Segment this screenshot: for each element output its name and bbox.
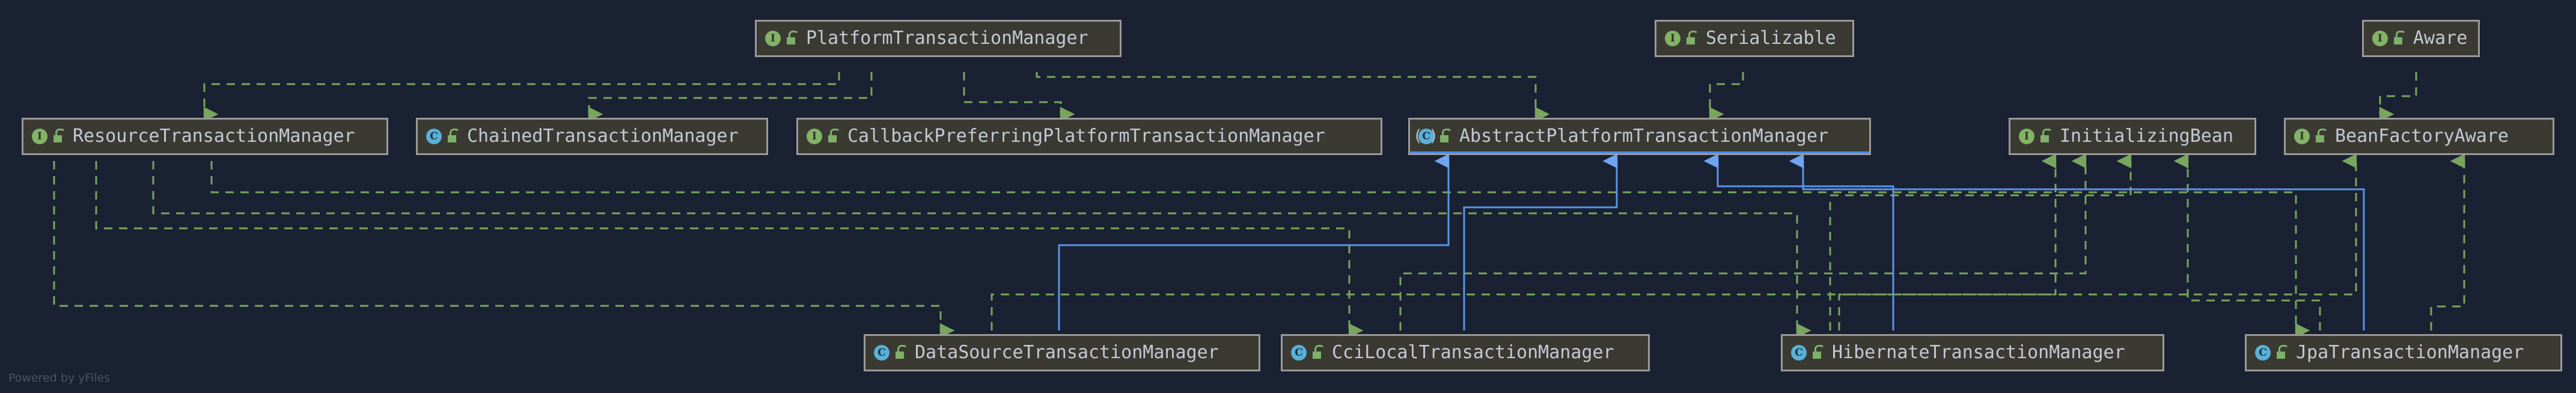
- kind-glyph: I: [2372, 31, 2388, 46]
- class-icon: C: [871, 343, 891, 362]
- class-node-callback-preferring-platform-transaction-manager[interactable]: I CallbackPreferringPlatformTransactionMa…: [796, 118, 1382, 155]
- realization-edge-5: [95, 161, 1364, 338]
- class-node-chained-transaction-manager[interactable]: C ChainedTransactionManager: [416, 118, 768, 155]
- realization-edge-group: [53, 72, 2465, 338]
- realization-edge-8: [1709, 72, 1744, 122]
- class-node-label: Aware: [2413, 28, 2468, 49]
- class-node-label: ChainedTransactionManager: [467, 126, 739, 147]
- unlocked-padlock-icon: [827, 129, 840, 144]
- realization-edge-2: [963, 72, 1075, 122]
- class-node-resource-transaction-manager[interactable]: I ResourceTransactionManager: [22, 118, 388, 155]
- realization-edge-7: [210, 161, 2310, 338]
- realization-edge-9: [990, 153, 2057, 331]
- inheritance-edge-3: [1789, 153, 2365, 331]
- class-node-serializable[interactable]: I Serializable: [1655, 20, 1854, 57]
- abstract-paren-left: (: [1415, 128, 1421, 145]
- class-node-hibernate-transaction-manager[interactable]: C HibernateTransactionManager: [1781, 334, 2164, 371]
- kind-glyph: I: [807, 129, 822, 144]
- class-icon: C: [1289, 343, 1308, 362]
- class-node-label: CallbackPreferringPlatformTransactionMan…: [847, 126, 1325, 147]
- kind-glyph: C: [1418, 129, 1434, 144]
- realization-edge-11: [1829, 153, 2132, 331]
- class-icon: C: [2253, 343, 2272, 362]
- class-node-cci-local-transaction-manager[interactable]: C CciLocalTransactionManager: [1281, 334, 1650, 371]
- kind-glyph: C: [1291, 345, 1307, 361]
- kind-glyph: C: [2255, 345, 2271, 361]
- class-node-label: InitializingBean: [2060, 126, 2233, 147]
- class-node-initializing-bean[interactable]: I InitializingBean: [2009, 118, 2256, 155]
- realization-edge-13: [1838, 153, 2357, 331]
- unlocked-padlock-icon: [52, 129, 66, 144]
- interface-icon: I: [2292, 127, 2311, 146]
- realization-edge-15: [2379, 72, 2417, 122]
- unlocked-padlock-icon: [2393, 31, 2406, 46]
- class-icon: C: [1789, 343, 1808, 362]
- inheritance-edge-0: [1058, 153, 1450, 331]
- class-node-aware[interactable]: I Aware: [2362, 20, 2480, 57]
- kind-glyph: C: [1791, 345, 1807, 361]
- inheritance-edge-1: [1463, 153, 1618, 331]
- class-node-label: ResourceTransactionManager: [73, 126, 355, 147]
- interface-icon: I: [2016, 127, 2036, 146]
- unlocked-padlock-icon: [2315, 129, 2328, 144]
- class-node-label: Serializable: [1706, 28, 1836, 49]
- interface-icon: I: [804, 127, 823, 146]
- inheritance-edge-2: [1703, 153, 1894, 331]
- kind-glyph: C: [874, 345, 890, 361]
- unlocked-padlock-icon: [1685, 31, 1699, 46]
- class-node-label: AbstractPlatformTransactionManager: [1459, 126, 1829, 147]
- interface-icon: I: [2370, 29, 2389, 48]
- class-node-label: BeanFactoryAware: [2335, 126, 2509, 147]
- kind-glyph: C: [426, 129, 442, 144]
- interface-icon: I: [763, 29, 782, 48]
- realization-edge-4: [53, 161, 955, 338]
- class-node-bean-factory-aware[interactable]: I BeanFactoryAware: [2284, 118, 2554, 155]
- unlocked-padlock-icon: [447, 129, 460, 144]
- realization-edge-0: [203, 72, 840, 122]
- class-node-label: CciLocalTransactionManager: [1332, 342, 1614, 363]
- abstract-class-icon: ()C: [1415, 127, 1436, 146]
- unlocked-padlock-icon: [894, 345, 908, 361]
- kind-glyph: I: [765, 31, 781, 46]
- kind-glyph: I: [1665, 31, 1680, 46]
- class-node-label: HibernateTransactionManager: [1832, 342, 2125, 363]
- realization-edge-10: [1399, 153, 2087, 331]
- kind-glyph: I: [32, 129, 47, 144]
- unlocked-padlock-icon: [2039, 129, 2053, 144]
- class-node-abstract-platform-transaction-manager[interactable]: ()C AbstractPlatformTransactionManager: [1408, 118, 1871, 155]
- class-node-label: DataSourceTransactionManager: [915, 342, 1219, 363]
- realization-edge-3: [1036, 72, 1550, 122]
- realization-edge-1: [588, 72, 873, 122]
- class-node-jpa-transaction-manager[interactable]: C JpaTransactionManager: [2245, 334, 2562, 371]
- unlocked-padlock-icon: [1311, 345, 1325, 361]
- class-node-platform-transaction-manager[interactable]: I PlatformTransactionManager: [755, 20, 1122, 57]
- kind-glyph: I: [2294, 129, 2310, 144]
- interface-icon: I: [29, 127, 49, 146]
- realization-edge-14: [2430, 153, 2465, 331]
- class-node-label: PlatformTransactionManager: [806, 28, 1088, 49]
- unlocked-padlock-icon: [1439, 129, 1452, 144]
- kind-glyph: I: [2019, 129, 2034, 144]
- interface-icon: I: [1662, 29, 1682, 48]
- realization-edge-12: [2173, 153, 2321, 331]
- class-node-datasource-transaction-manager[interactable]: C DataSourceTransactionManager: [864, 334, 1260, 371]
- class-node-label: JpaTransactionManager: [2296, 342, 2524, 363]
- unlocked-padlock-icon: [2275, 345, 2289, 361]
- class-icon: C: [424, 127, 443, 146]
- inheritance-edge-group: [1058, 153, 2365, 331]
- yfiles-watermark: Powered by yFiles: [8, 371, 111, 385]
- realization-edge-6: [152, 161, 1811, 338]
- unlocked-padlock-icon: [786, 31, 799, 46]
- unlocked-padlock-icon: [1811, 345, 1825, 361]
